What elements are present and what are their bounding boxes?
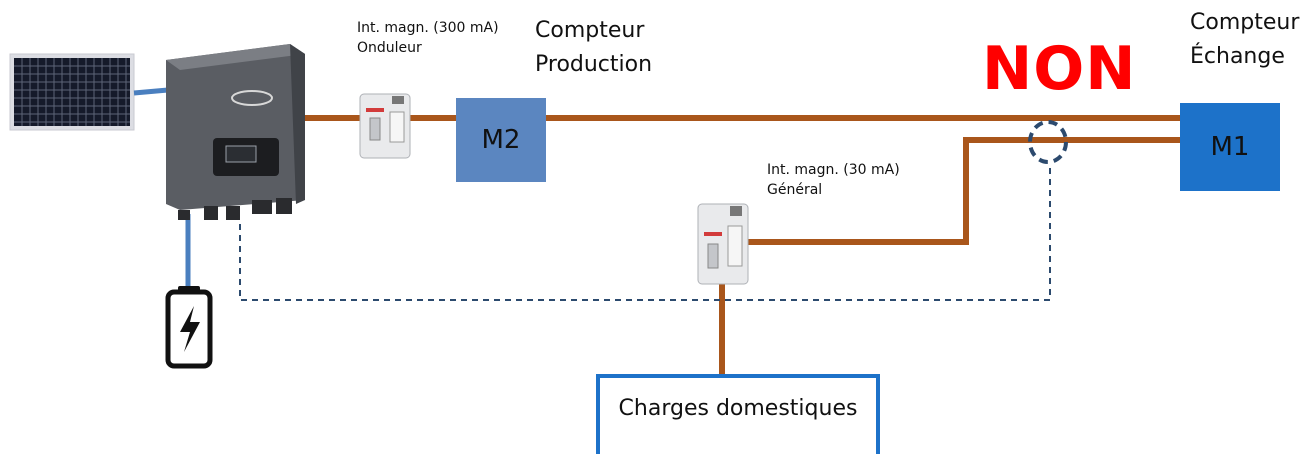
breaker-main-icon	[697, 203, 749, 285]
breaker-inverter-line2: Onduleur	[357, 40, 422, 56]
inverter-icon	[166, 44, 305, 220]
meter-exchange-box: M1	[1180, 103, 1280, 191]
breaker-inverter-line1: Int. magn. (300 mA)	[357, 20, 499, 36]
meter-exchange-line2: Échange	[1190, 44, 1285, 69]
domestic-loads-box: Charges domestiques	[596, 374, 880, 454]
meter-production-id: M2	[481, 125, 521, 155]
breaker-main-label: Int. magn. (30 mA) Général	[767, 160, 900, 200]
breaker-inverter-icon	[359, 93, 411, 159]
current-clamp-icon	[1028, 120, 1068, 164]
wiring-diagram	[9, 44, 1180, 376]
dc-wire-panel	[133, 87, 169, 96]
breaker-main-line1: Int. magn. (30 mA)	[767, 162, 900, 178]
breaker-main-line2: Général	[767, 182, 823, 198]
meter-exchange-line1: Compteur	[1190, 10, 1300, 35]
battery-icon	[165, 286, 213, 369]
ac-house-line	[719, 137, 1180, 376]
meter-production-label: Compteur Production	[535, 14, 652, 82]
dashed-link	[239, 168, 1051, 301]
meter-exchange-id: M1	[1210, 132, 1250, 162]
meter-exchange-label: Compteur Échange	[1190, 6, 1299, 74]
solar-panel-icon	[9, 53, 135, 131]
domestic-loads-label: Charges domestiques	[618, 396, 858, 421]
meter-production-line1: Compteur	[535, 18, 645, 43]
verdict-text: NON	[982, 34, 1137, 104]
meter-production-line2: Production	[535, 52, 653, 77]
meter-production-box: M2	[456, 98, 546, 182]
breaker-inverter-label: Int. magn. (300 mA) Onduleur	[357, 18, 499, 58]
